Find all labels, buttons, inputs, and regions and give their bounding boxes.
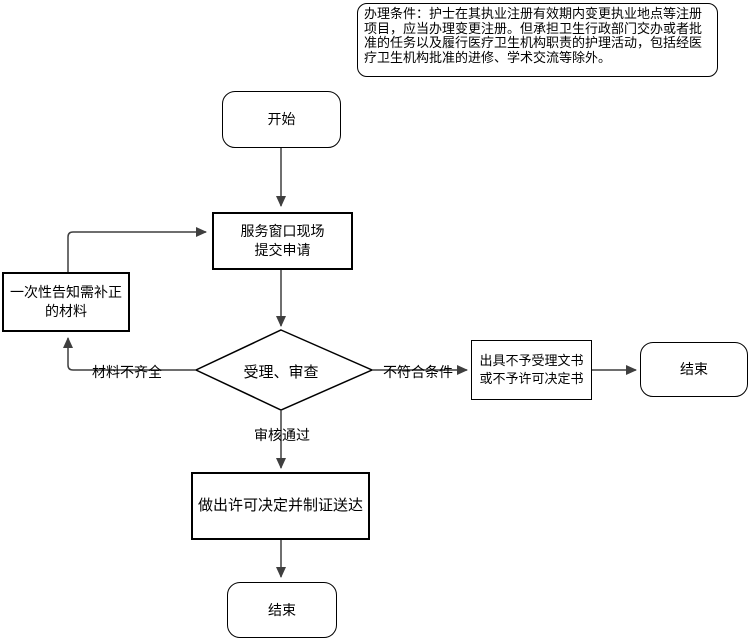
start-node: 开始 <box>222 91 341 148</box>
annotation-box: 办理条件：护士在其执业注册有效期内变更执业地点等注册项目，应当办理变更注册。但承… <box>357 3 718 77</box>
edge-label-approved: 审核通过 <box>254 427 310 443</box>
end-node-bottom: 结束 <box>227 582 337 638</box>
annotation-body: 护士在其执业注册有效期内变更执业地点等注册项目，应当办理变更注册。但承担卫生行政… <box>364 6 703 65</box>
submit-label-line2: 提交申请 <box>254 242 311 258</box>
end-right-label: 结束 <box>680 361 708 378</box>
notify-label-line2: 的材料 <box>45 303 87 319</box>
decide-label: 做出许可决定并制证送达 <box>197 496 363 514</box>
submit-label-line1: 服务窗口现场 <box>240 223 325 240</box>
annotation-title: 办理条件： <box>364 6 430 21</box>
issue-decision-node: 做出许可决定并制证送达 <box>191 472 370 540</box>
edge-label-materials-incomplete: 材料不齐全 <box>92 364 162 380</box>
start-label: 开始 <box>267 111 296 128</box>
end-node-right: 结束 <box>640 342 748 397</box>
edge-label-not-qualified: 不符合条件 <box>383 364 453 380</box>
reject-document-node: 出具不予受理文书 或不予许可决定书 <box>471 340 592 400</box>
edge-notify-to-submit <box>67 227 207 272</box>
end-bottom-label: 结束 <box>268 601 296 618</box>
reject-label-line2: 或不予许可决定书 <box>479 371 584 386</box>
notify-correction-node: 一次性告知需补正 的材料 <box>2 272 130 332</box>
submit-application-node: 服务窗口现场 提交申请 <box>212 212 353 270</box>
edge-review-to-notify <box>63 337 196 371</box>
reject-label-line1: 出具不予受理文书 <box>479 353 584 369</box>
review-decision-label: 受理、审查 <box>243 364 319 381</box>
notify-label-line1: 一次性告知需补正 <box>10 284 122 301</box>
